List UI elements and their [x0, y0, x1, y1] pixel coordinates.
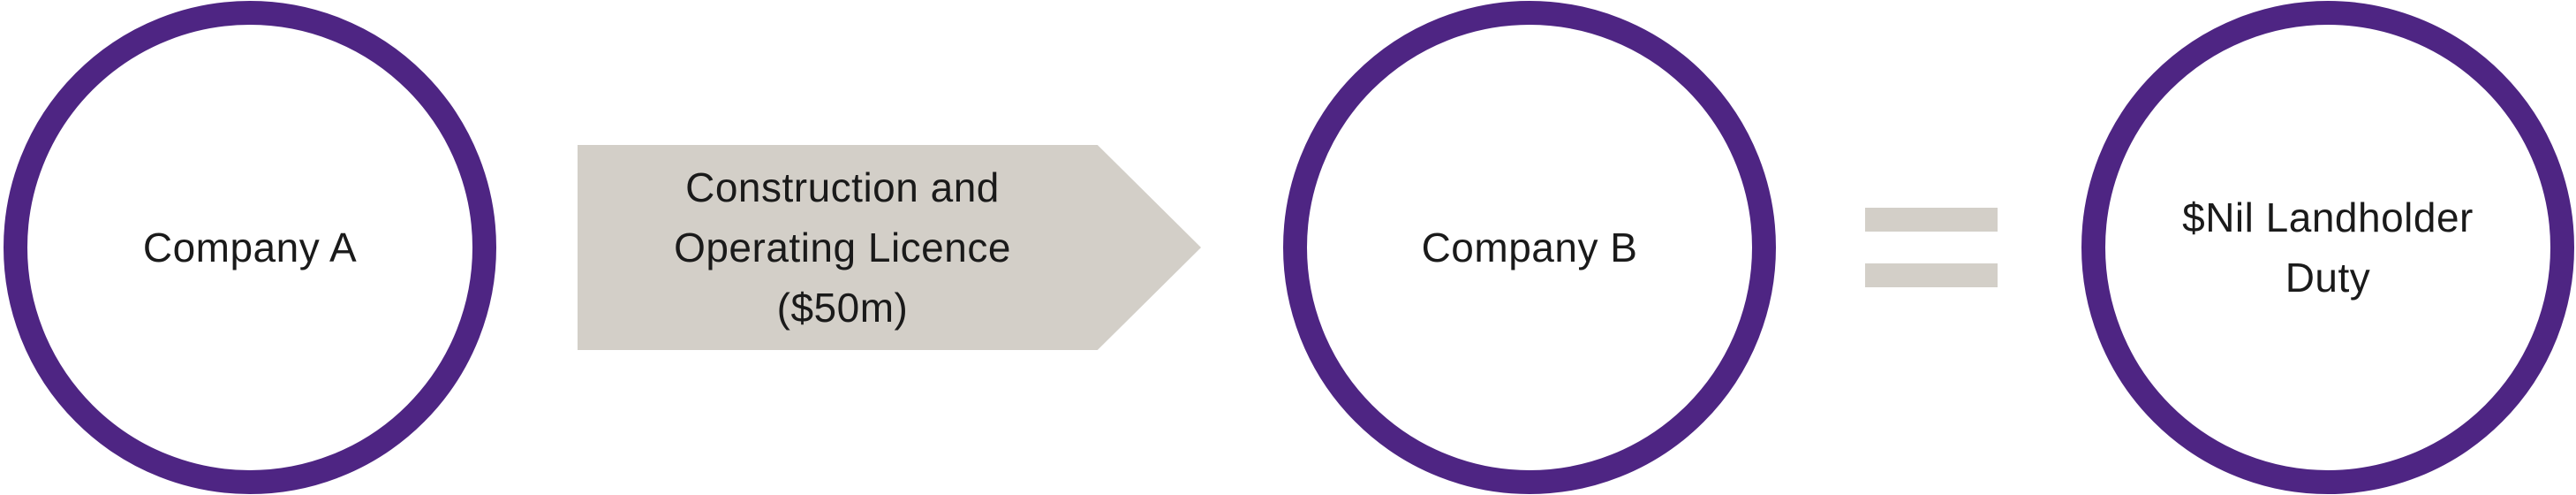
licence-arrow-label: Construction and Operating Licence ($50m…: [578, 157, 1107, 338]
equals-icon: [1865, 208, 1998, 287]
nil-duty-node: $Nil Landholder Duty: [2081, 1, 2574, 494]
arrow-label-line-3: ($50m): [776, 285, 909, 331]
company-a-node: Company A: [4, 1, 496, 494]
nil-duty-label: $Nil Landholder Duty: [2182, 194, 2474, 301]
arrow-label-line-1: Construction and: [685, 164, 1000, 210]
equals-bar-top: [1865, 208, 1998, 232]
company-a-label: Company A: [142, 225, 358, 270]
company-b-node: Company B: [1283, 1, 1776, 494]
company-b-label: Company B: [1421, 225, 1638, 270]
equals-bar-bottom: [1865, 263, 1998, 287]
licence-arrow-icon: Construction and Operating Licence ($50m…: [578, 145, 1201, 350]
arrow-label-line-2: Operating Licence: [674, 225, 1011, 270]
